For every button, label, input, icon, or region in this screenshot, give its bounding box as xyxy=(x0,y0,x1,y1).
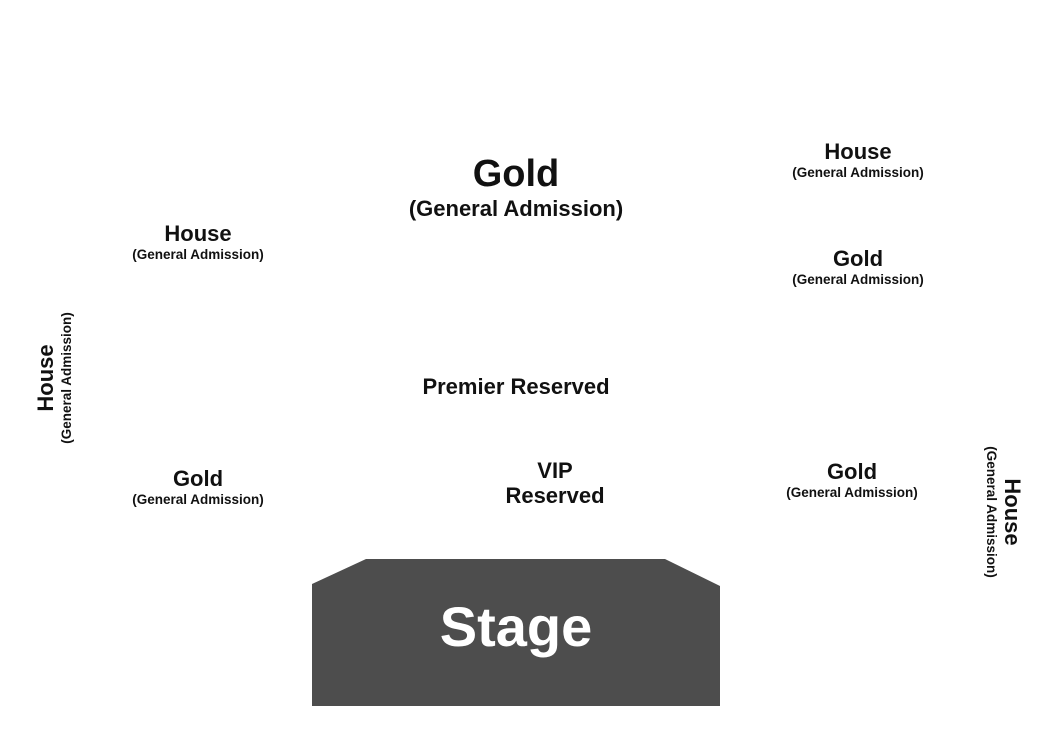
stage-label: Stage xyxy=(439,595,593,658)
section-name: House xyxy=(164,221,232,246)
section-line1: VIP xyxy=(537,458,573,483)
stage-polygon[interactable] xyxy=(312,559,720,706)
section-name: Gold xyxy=(472,153,560,195)
section-vip-reserved[interactable]: VIP Reserved xyxy=(455,458,655,509)
section-premier-reserved[interactable]: Premier Reserved xyxy=(376,375,656,398)
section-house-top-right[interactable]: House (General Admission) xyxy=(768,140,948,180)
section-house-left-upper[interactable]: House (General Admission) xyxy=(108,222,288,262)
section-name: Gold xyxy=(826,459,878,484)
section-sub: (General Admission) xyxy=(132,492,264,508)
section-sub: (General Admission) xyxy=(132,247,264,263)
section-sub: (General Admission) xyxy=(792,272,924,288)
section-sub: (General Admission) xyxy=(792,165,924,181)
section-gold-left-lower[interactable]: Gold (General Admission) xyxy=(108,467,288,507)
section-sub: (General Admission) xyxy=(408,195,624,221)
section-gold-top-center[interactable]: Gold (General Admission) xyxy=(356,153,676,221)
section-name: Gold xyxy=(832,246,884,271)
section-gold-right-upper[interactable]: Gold (General Admission) xyxy=(768,247,948,287)
section-gold-right-lower[interactable]: Gold (General Admission) xyxy=(762,460,942,500)
section-line2: Reserved xyxy=(505,483,605,509)
section-sub: (General Admission) xyxy=(786,485,918,501)
section-name: Premier Reserved xyxy=(422,374,610,399)
section-name: House xyxy=(824,139,892,164)
section-name: Gold xyxy=(172,466,224,491)
